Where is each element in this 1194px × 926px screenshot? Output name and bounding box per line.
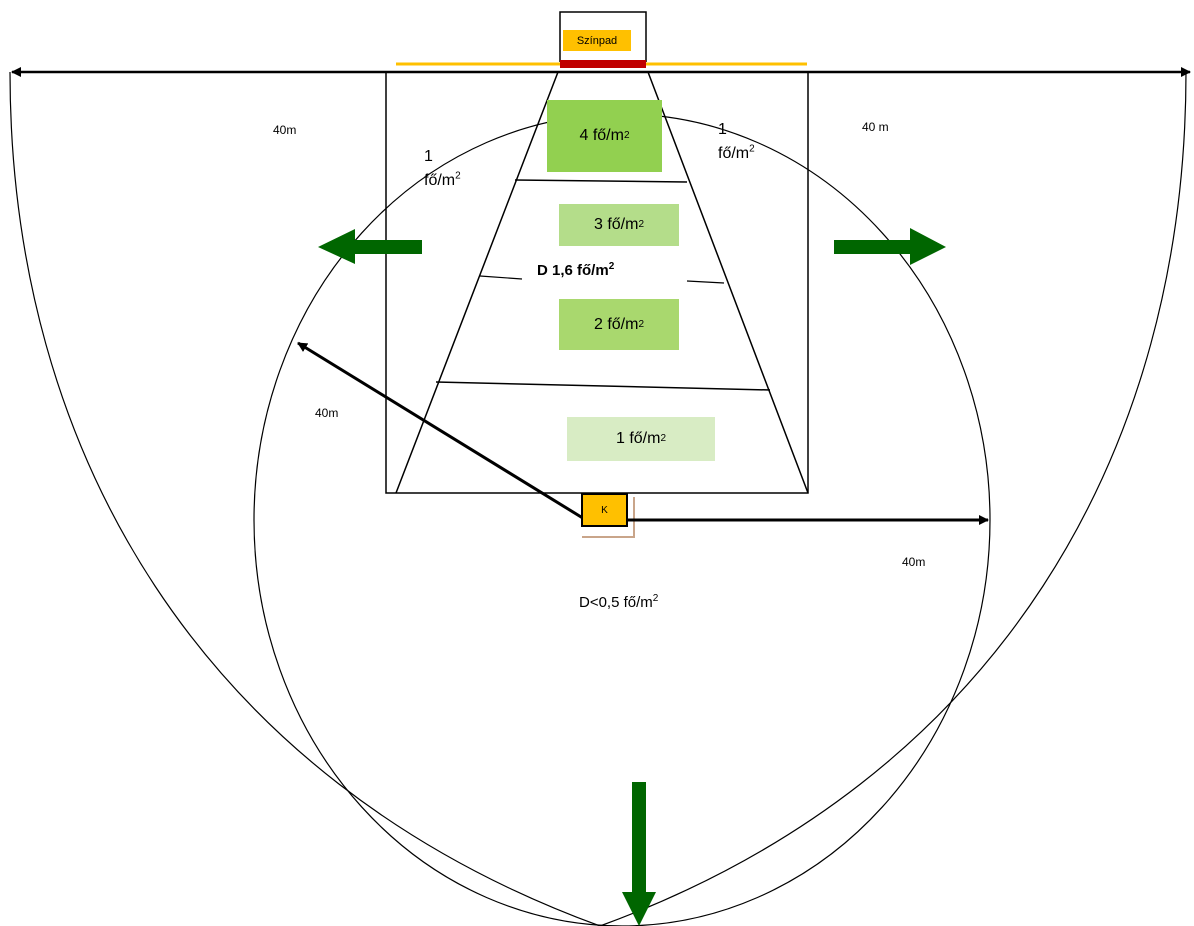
stage-front-edge — [560, 60, 646, 68]
radius-arrow-diagonal — [297, 341, 587, 522]
zone-divider-3 — [435, 381, 771, 391]
exit-arrow-right — [834, 228, 946, 265]
density-trapezoid — [395, 71, 809, 494]
zone-divider-2a — [479, 275, 523, 280]
outer-boundary-arc-right — [599, 71, 1187, 926]
zone-divider-2b — [686, 280, 725, 284]
distance-radius-right: 40m — [902, 555, 926, 569]
kiosk-box: K — [581, 493, 628, 527]
outer-boundary-arc-left — [9, 71, 601, 926]
exit-arrow-down — [622, 782, 656, 926]
stage-label: Színpad — [563, 30, 631, 51]
distance-top-left: 40m — [273, 123, 297, 137]
stage-outline — [559, 11, 647, 62]
outer-density-label: D<0,5 fő/m2 — [579, 593, 659, 611]
distance-radius-diagonal: 40m — [315, 406, 339, 420]
zone-divider-1 — [514, 179, 688, 183]
exit-arrow-left — [318, 229, 422, 264]
average-density-label: D 1,6 fő/m2 — [537, 261, 615, 279]
distance-top-right: 40 m — [862, 120, 889, 134]
side-density-left: 1 fő/m2 — [424, 148, 461, 189]
side-density-right: 1 fő/m2 — [718, 121, 755, 162]
kiosk-shadow — [582, 497, 635, 538]
